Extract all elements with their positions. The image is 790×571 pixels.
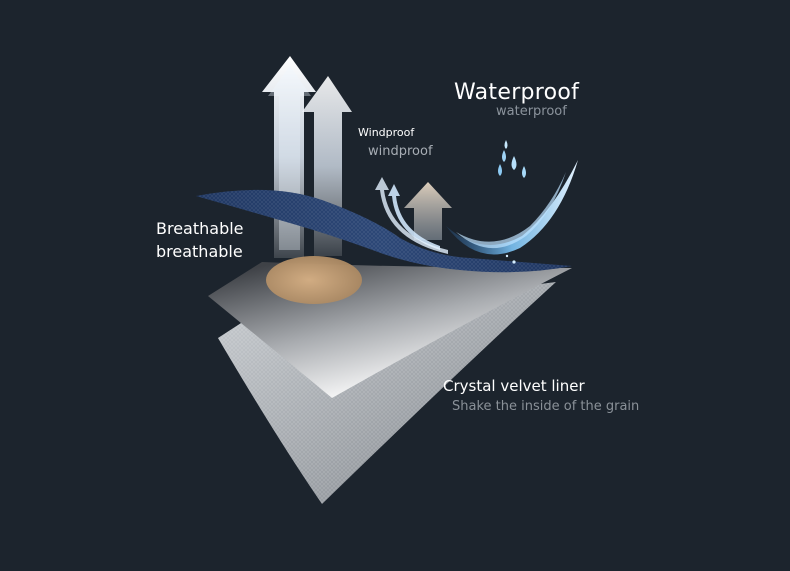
waterproof-subtitle: waterproof <box>496 104 567 119</box>
breathable-subtitle: breathable <box>156 242 243 261</box>
water-wave <box>446 140 578 264</box>
windproof-subtitle: windproof <box>368 144 433 159</box>
liner-title: Crystal velvet liner <box>443 377 585 395</box>
liner-subtitle: Shake the inside of the grain <box>452 399 640 414</box>
windproof-title: Windproof <box>358 126 415 139</box>
windproof-arrow-icon <box>375 177 452 254</box>
outer-shell-layer <box>196 189 572 273</box>
breathable-title: Breathable <box>156 219 244 238</box>
water-drop-icon <box>498 140 526 264</box>
vapor-spot <box>266 256 362 304</box>
waterproof-title: Waterproof <box>454 80 580 105</box>
membrane-layer <box>208 256 572 398</box>
